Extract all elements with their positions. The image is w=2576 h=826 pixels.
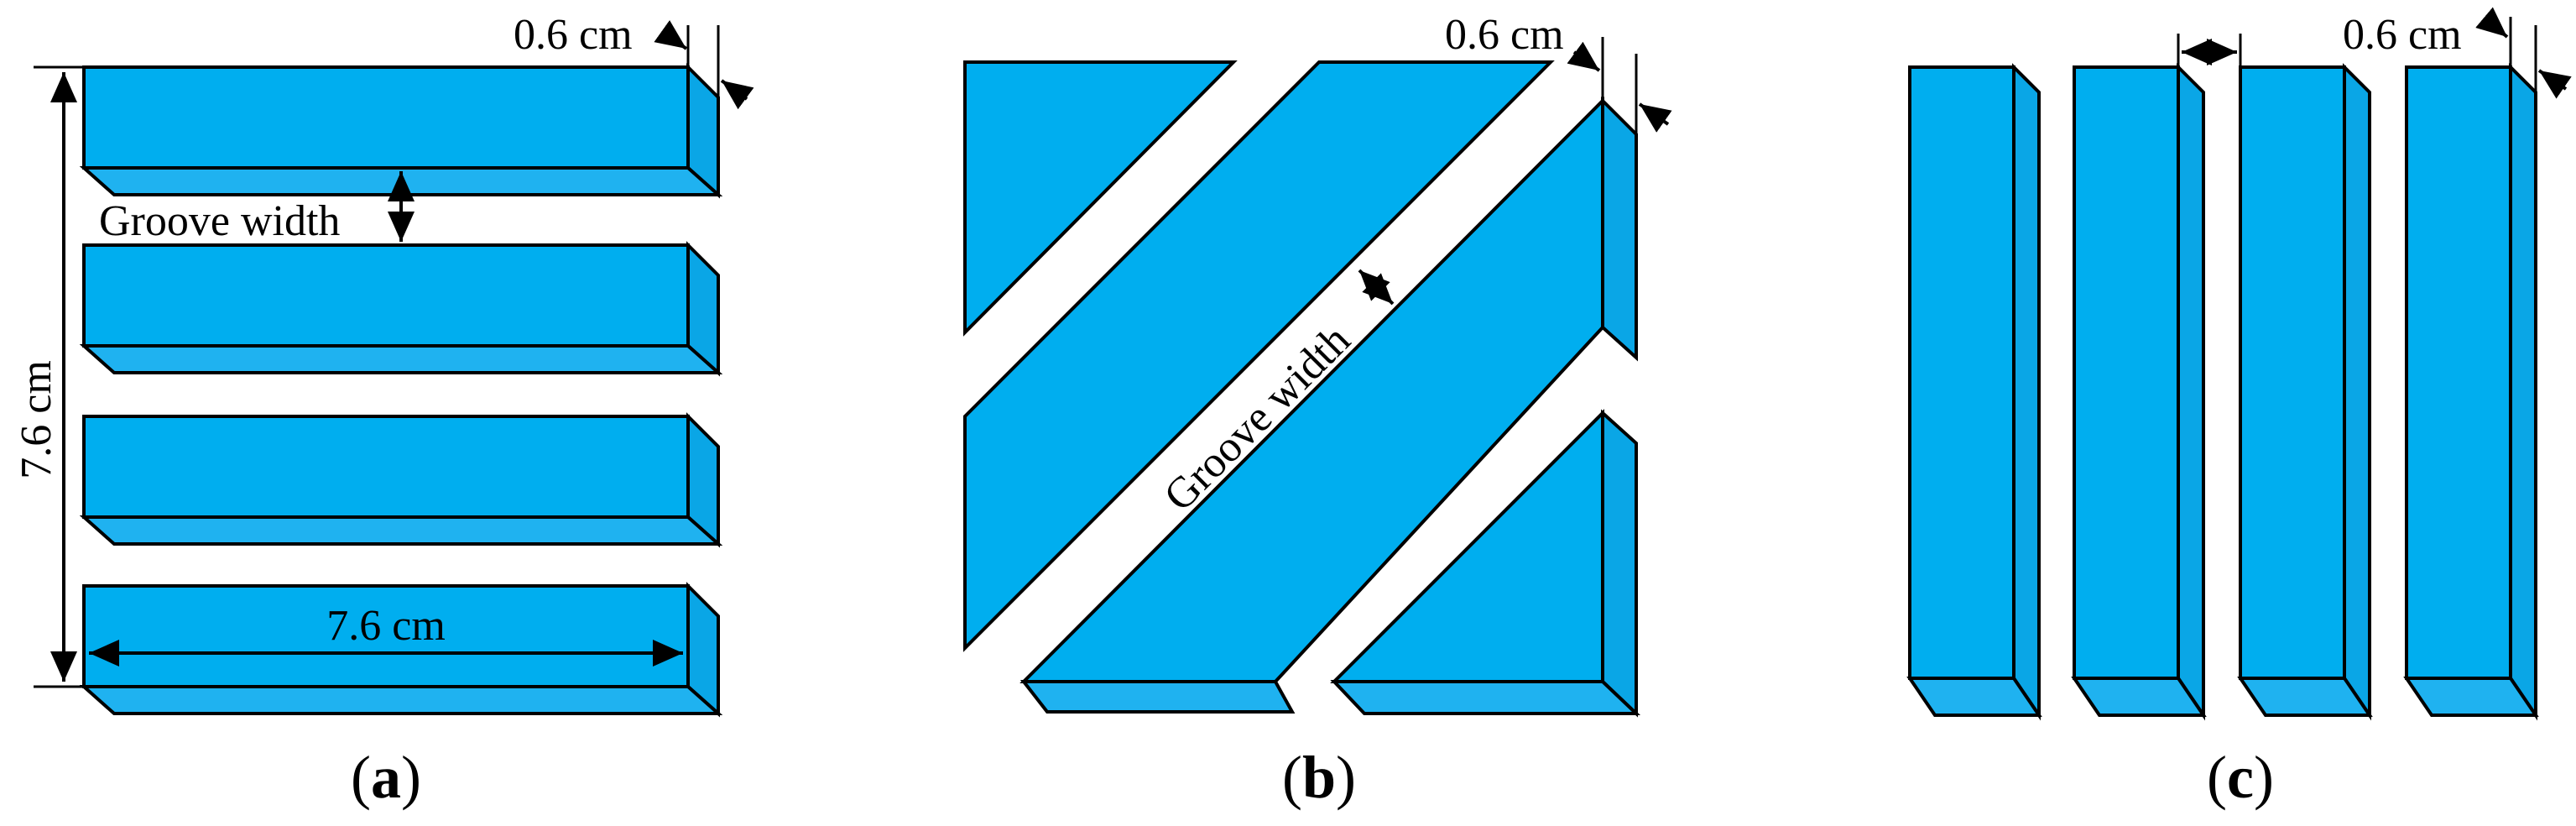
panel-b-thickness-label: 0.6 cm [1445,11,1564,59]
panel-a-groove-label: Groove width [99,197,340,245]
panel-c-caption: (c) [2207,744,2274,811]
panel-a-length-label: 7.6 cm [326,602,446,650]
panel-c-bar-1 [1906,63,2042,721]
panel-a-bar-3 [79,412,723,548]
panel-b: Groove width 0.6 cm (b) [963,11,1672,811]
panel-b-strip-1 [963,60,1555,652]
panel-a-thickness-label: 0.6 cm [514,11,633,59]
panel-a-caption: (a) [351,744,421,811]
panel-c: 0.6 cm (c) [1906,7,2572,811]
panel-a-height-dimension [34,65,84,688]
panel-c-bar-2 [2071,63,2207,721]
panel-c-groove-dimension [2177,34,2242,67]
panel-b-thickness-dimension [1567,37,1672,134]
panel-b-triangle-top-left [963,60,1238,337]
panel-a-bar-2 [79,241,723,377]
panel-c-thickness-label: 0.6 cm [2343,11,2462,59]
panel-a-height-label: 7.6 cm [13,360,60,479]
panel-b-caption: (b) [1282,744,1356,811]
panel-c-thickness-dimension [2475,7,2572,99]
panel-a-thickness-dimension [654,20,754,110]
panel-b-strip-2 [1019,97,1638,714]
panel-a-bar-4 [79,582,723,718]
panel-c-bar-3 [2237,63,2373,721]
panel-c-bar-4 [2403,63,2539,721]
panel-b-groove-dimension [1358,269,1395,306]
panel-b-triangle-bottom-right [1330,409,1641,718]
panel-a-bar-1 [79,63,723,199]
panel-a: 7.6 cm 7.6 cm Groove width 0.6 cm (a) [13,11,754,811]
